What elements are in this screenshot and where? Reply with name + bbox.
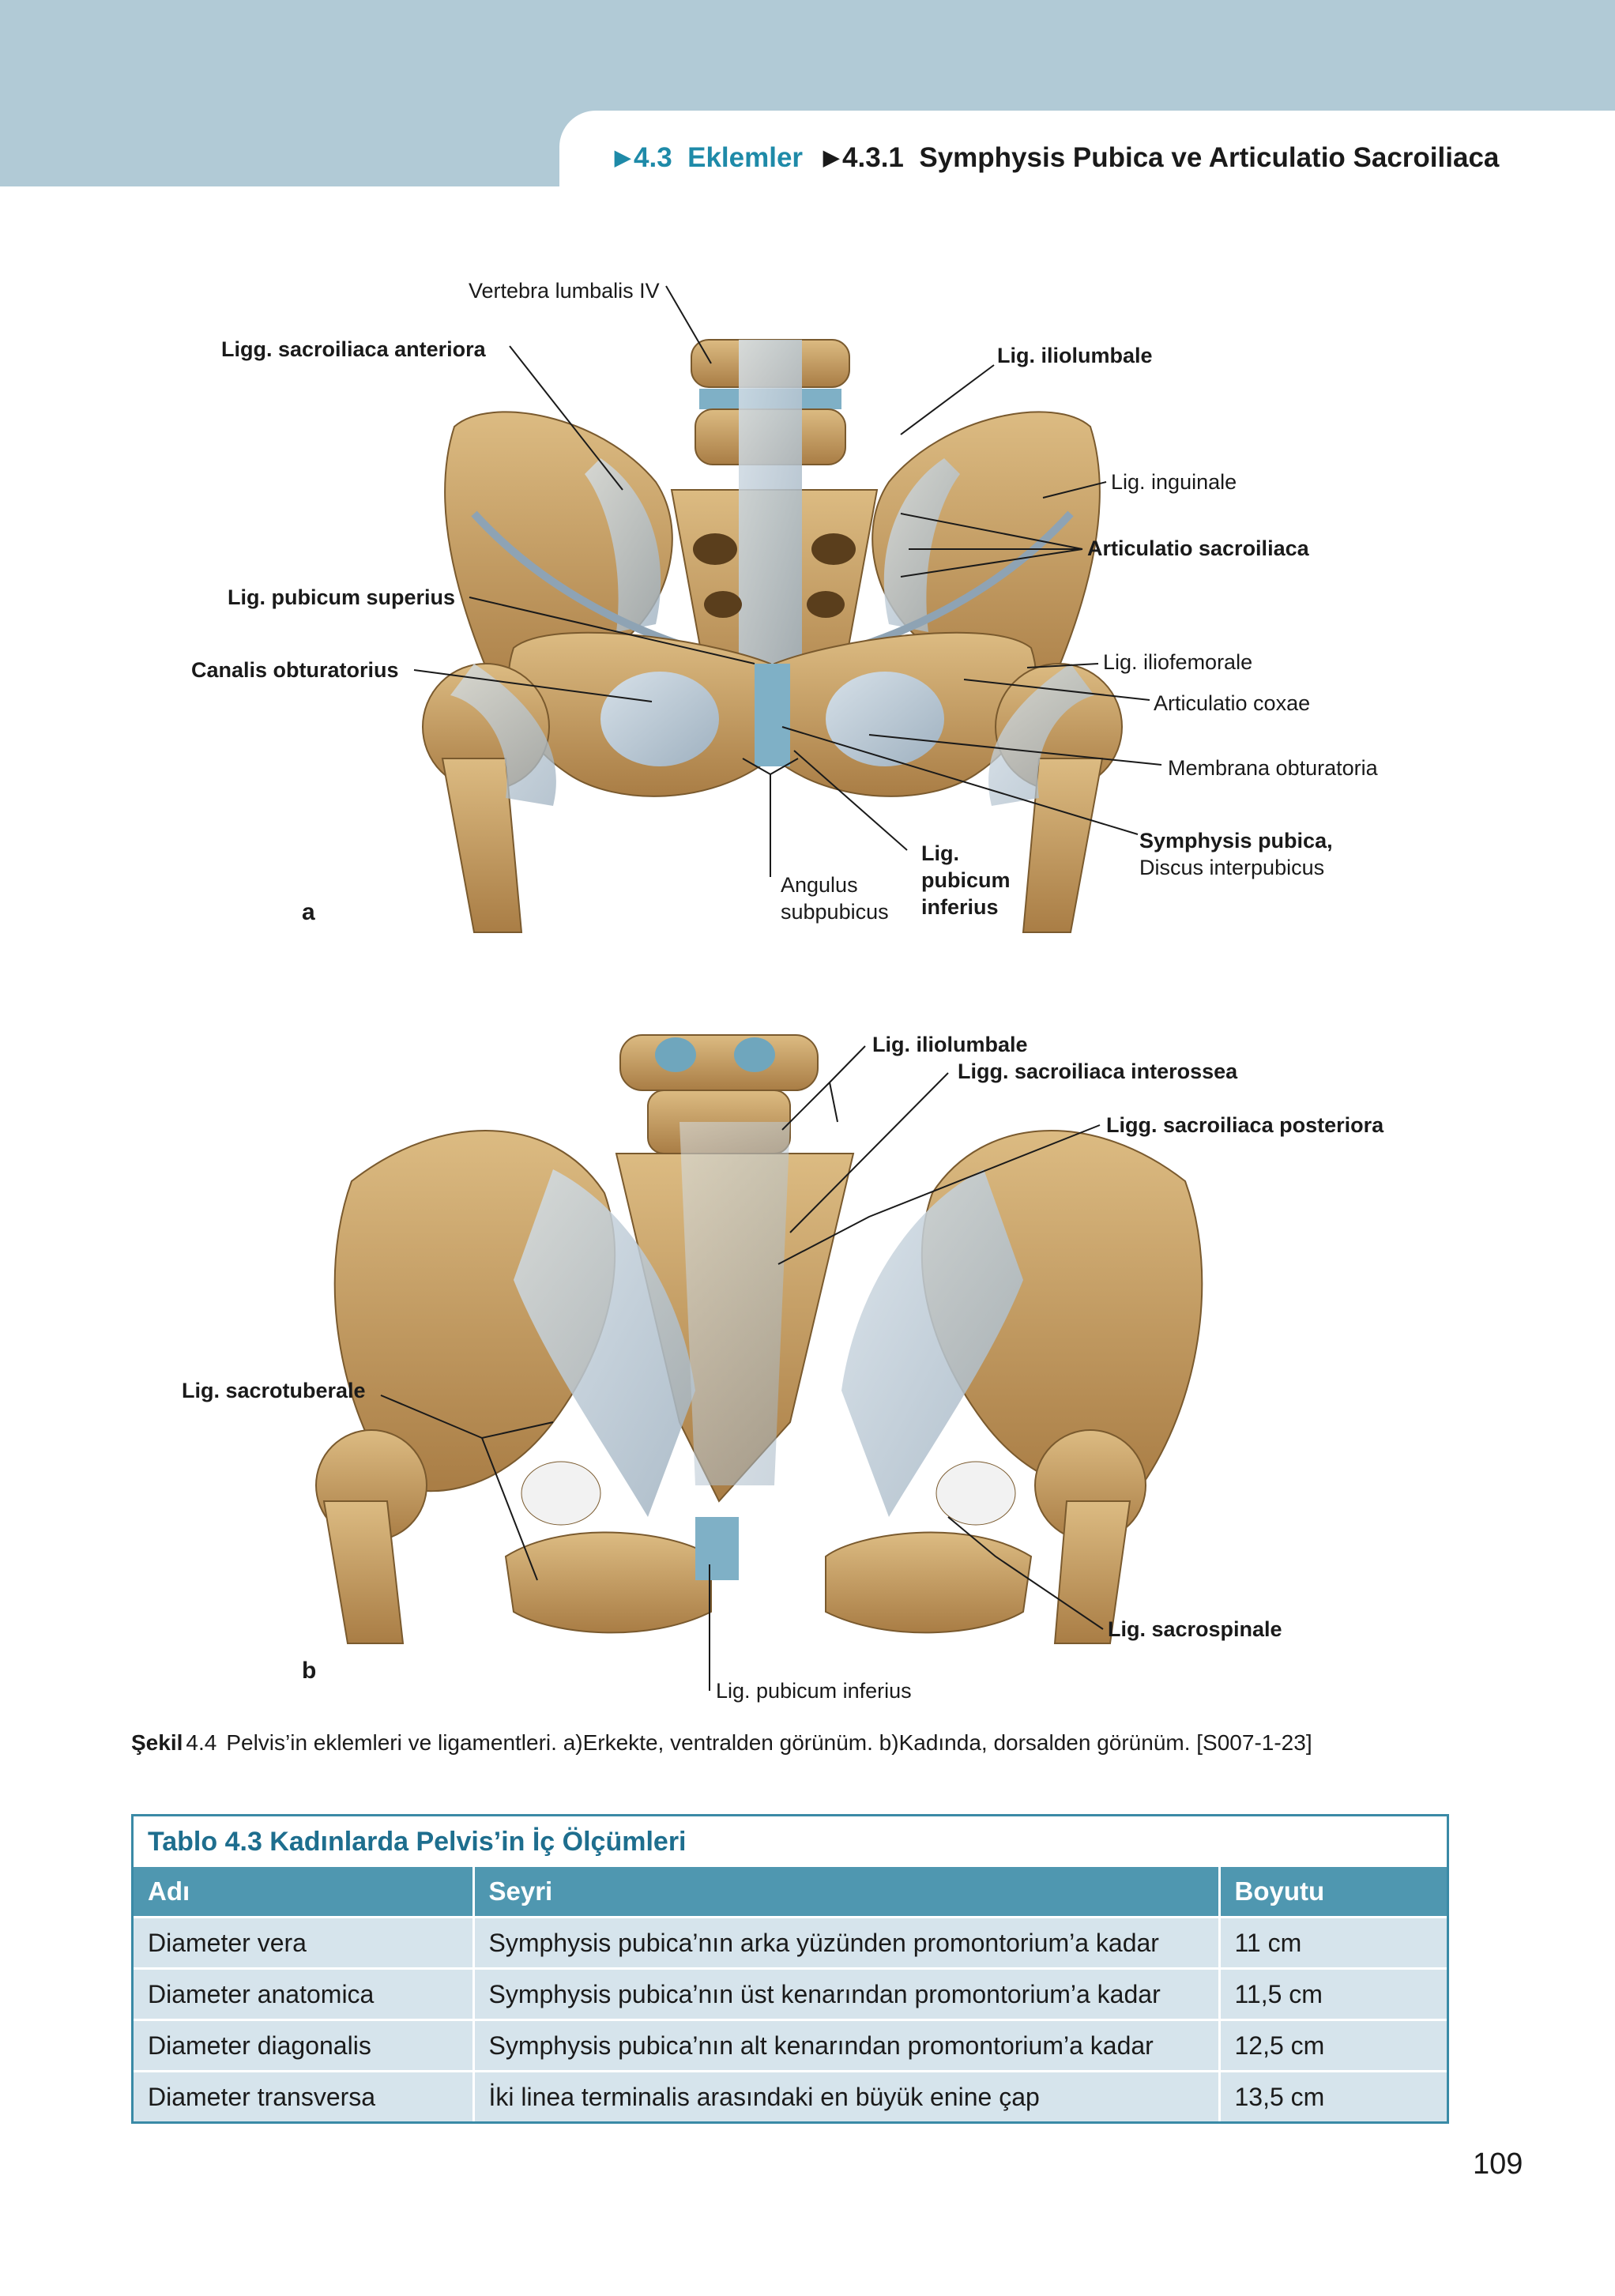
table-row: Diameter diagonalis Symphysis pubica’nın… [134, 2019, 1447, 2072]
label-membrana-obturatoria: Membrana obturatoria [1168, 756, 1378, 780]
label-ligg-sacroiliaca-posteriora: Ligg. sacroiliaca posteriora [1106, 1113, 1384, 1137]
label-lig-iliofemorale: Lig. iliofemorale [1103, 650, 1253, 674]
column-header: Boyutu [1219, 1867, 1447, 1918]
table-title: Tablo 4.3 Kadınlarda Pelvis’in İç Ölçüml… [148, 1827, 687, 1857]
label-lig-pubicum-inferius-a-1: Lig. [921, 841, 959, 865]
column-header: Adı [134, 1867, 475, 1918]
label-ligg-sacroiliaca-interossea: Ligg. sacroiliaca interossea [958, 1060, 1238, 1083]
table-cell: Symphysis pubica’nın üst kenarından prom… [473, 1967, 1221, 2020]
table-cell: Diameter transversa [134, 2070, 475, 2121]
table-cell: 13,5 cm [1219, 2070, 1447, 2121]
label-articulatio-coxae: Articulatio coxae [1154, 691, 1311, 715]
label-articulatio-sacroiliaca: Articulatio sacroiliaca [1087, 536, 1309, 560]
label-lig-inguinale: Lig. inguinale [1111, 470, 1237, 494]
table-cell: Diameter diagonalis [134, 2019, 475, 2072]
table-header-row: Adı Seyri Boyutu [134, 1867, 1447, 1918]
label-ligg-sacroiliaca-anteriora: Ligg. sacroiliaca anteriora [221, 337, 486, 361]
label-vertebra-lumbalis: Vertebra lumbalis IV [469, 279, 660, 303]
panel-a-drawing [413, 285, 1162, 933]
label-lig-sacrospinale: Lig. sacrospinale [1108, 1617, 1282, 1641]
label-lig-pubicum-inferius-a-2: pubicum [921, 868, 1011, 892]
measurement-table: Tablo 4.3 Kadınlarda Pelvis’in İç Ölçüml… [131, 1814, 1449, 2124]
label-lig-iliolumbale-b: Lig. iliolumbale [872, 1033, 1028, 1056]
page-number: 109 [1473, 2147, 1523, 2181]
table-cell: Diameter vera [134, 1916, 475, 1969]
panel-b-drawing [315, 1034, 1203, 1691]
label-angulus-subpubicus-2: subpubicus [781, 900, 889, 924]
table-row: Diameter transversa İki linea terminalis… [134, 2070, 1447, 2121]
play-arrow-icon: ▶ [615, 145, 631, 169]
breadcrumb-section[interactable]: ▶4.3 Eklemler [615, 142, 804, 173]
panel-letter-a: a [302, 899, 315, 925]
table-cell: Diameter anatomica [134, 1967, 475, 2020]
table-cell: 11,5 cm [1219, 1967, 1447, 2020]
table-cell: Symphysis pubica’nın arka yüzünden promo… [473, 1916, 1221, 1969]
label-angulus-subpubicus-1: Angulus [781, 873, 858, 897]
label-lig-pubicum-inferius-a-3: inferius [921, 895, 999, 919]
figure-pelvis: Vertebra lumbalis IV Ligg. sacroiliaca a… [0, 253, 1615, 1730]
label-lig-pubicum-inferius-b: Lig. pubicum inferius [716, 1679, 912, 1703]
pelvis-illustration [315, 285, 1203, 1691]
table-cell: Symphysis pubica’nın alt kenarından prom… [473, 2019, 1221, 2072]
column-header: Seyri [473, 1867, 1221, 1918]
table-grid: Adı Seyri Boyutu Diameter vera Symphysis… [134, 1867, 1447, 2121]
label-lig-pubicum-superius: Lig. pubicum superius [228, 585, 456, 609]
label-symphysis-pubica: Symphysis pubica, [1139, 829, 1333, 853]
label-canalis-obturatorius: Canalis obturatorius [191, 658, 399, 682]
breadcrumb: ▶4.3 Eklemler ▶4.3.1 Symphysis Pubica ve … [615, 142, 1499, 174]
header-tab [559, 111, 1615, 198]
table-row: Diameter vera Symphysis pubica’nın arka … [134, 1916, 1447, 1969]
breadcrumb-subsection[interactable]: ▶4.3.1 Symphysis Pubica ve Articulatio S… [823, 142, 1500, 173]
table-row: Diameter anatomica Symphysis pubica’nın … [134, 1967, 1447, 2020]
caption-text: Pelvis’in eklemleri ve ligamentleri. a)E… [226, 1730, 1312, 1755]
table-cell: 11 cm [1219, 1916, 1447, 1969]
table-cell: İki linea terminalis arasındaki en büyük… [473, 2070, 1221, 2121]
label-lig-sacrotuberale: Lig. sacrotuberale [182, 1379, 366, 1402]
panel-letter-b: b [302, 1658, 317, 1684]
label-discus-interpubicus: Discus interpubicus [1139, 856, 1325, 879]
play-arrow-icon: ▶ [823, 145, 840, 169]
label-lig-iliolumbale-a: Lig. iliolumbale [997, 344, 1153, 367]
table-cell: 12,5 cm [1219, 2019, 1447, 2072]
